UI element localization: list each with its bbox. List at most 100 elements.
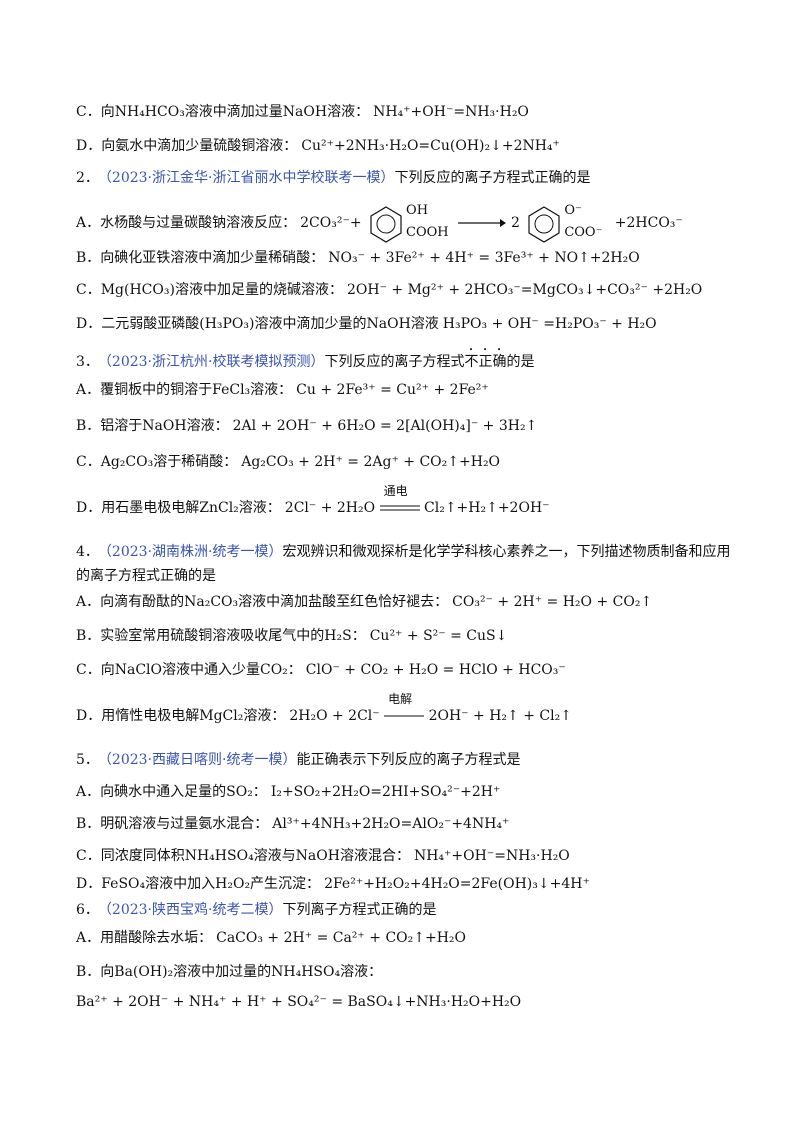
salicylic-acid-structure: OH COOH (366, 200, 452, 246)
option-label: A． (76, 930, 101, 946)
option-a-q5: A．向碘水中通入足量的SO₂：I₂+SO₂+2H₂O=2HI+SO₄²⁻+2H⁺ (76, 782, 760, 802)
equation: 2Fe²⁺+H₂O₂+4H₂O=2Fe(OH)₃↓+4H⁺ (324, 876, 590, 892)
option-text: 向NaClO溶液中通入少量CO₂： (100, 662, 302, 678)
question-number: 5． (76, 752, 99, 768)
equation: H₃PO₃ + OH⁻ =H₂PO₃⁻ + H₂O (442, 316, 657, 332)
question-text: 下列反应的离子方程式 (324, 354, 465, 370)
option-text: Mg(HCO₃)溶液中加足量的烧碱溶液： (100, 282, 343, 298)
equation: Ag₂CO₃ + 2H⁺ = 2Ag⁺ + CO₂↑+H₂O (241, 454, 501, 470)
carboxyl-group: COOH (406, 225, 449, 240)
equation: NH₄⁺+OH⁻=NH₃·H₂O (413, 848, 570, 864)
option-label: B． (76, 418, 101, 434)
carboxylate-group: COO⁻ (564, 225, 603, 240)
equation: 2Al + 2OH⁻ + 6H₂O = 2[Al(OH)₄]⁻ + 3H₂↑ (232, 418, 538, 434)
option-label: B． (76, 964, 101, 980)
option-b-q2: B．向碘化亚铁溶液中滴加少量稀硝酸：NO₃⁻ + 3Fe²⁺ + 4H⁺ = 3… (76, 248, 760, 268)
equation: Cu + 2Fe³⁺ = Cu²⁺ + 2Fe²⁺ (296, 382, 489, 398)
option-a-q4: A．向滴有酚酞的Na₂CO₃溶液中滴加盐酸至红色恰好褪去：CO₃²⁻ + 2H⁺… (76, 592, 760, 612)
question-text: 宏观辨识和微观探析是化学学科核心素养之一，下列描述物质制备和应用 (282, 544, 731, 560)
question-text: 下列离子方程式正确的是 (282, 902, 437, 918)
equation: ClO⁻ + CO₂ + H₂O = HClO + HCO₃⁻ (305, 662, 566, 678)
option-text: 用醋酸除去水垢： (100, 930, 213, 946)
question-number: 4． (76, 544, 99, 560)
option-label: A． (76, 594, 101, 610)
option-text: 向氨水中滴加少量硫酸铜溶液： (101, 138, 298, 154)
equation-right: 2OH⁻ + H₂↑ + Cl₂↑ (428, 708, 572, 724)
question-text: 下列反应的离子方程式正确的是 (394, 170, 591, 186)
question-source: （2023·湖南株洲·统考一模） (104, 544, 283, 560)
option-label: D． (76, 876, 102, 892)
equation: CO₃²⁻ + 2H⁺ = H₂O + CO₂↑ (452, 594, 653, 610)
option-a-q3: A．覆铜板中的铜溶于FeCl₃溶液：Cu + 2Fe³⁺ = Cu²⁺ + 2F… (76, 380, 760, 400)
equation: Ba²⁺ + 2OH⁻ + NH₄⁺ + H⁺ + SO₄²⁻ = BaSO₄↓… (76, 994, 522, 1010)
option-d-q3: D．用石墨电极电解ZnCl₂溶液：2Cl⁻ + 2H₂O 通电 Cl₂↑+H₂↑… (76, 484, 760, 526)
question-4: 4． （2023·湖南株洲·统考一模）宏观辨识和微观探析是化学学科核心素养之一，下… (76, 542, 760, 562)
option-text: 向Ba(OH)₂溶液中加过量的NH₄HSO₄溶液： (100, 964, 383, 980)
question-2: 2． （2023·浙江金华·浙江省丽水中学校联考一模）下列反应的离子方程式正确的是 (76, 168, 760, 188)
question-text: 的离子方程式正确的是 (76, 568, 216, 584)
question-number: 6． (76, 902, 99, 918)
option-label: C． (76, 454, 101, 470)
option-c-q4: C．向NaClO溶液中通入少量CO₂：ClO⁻ + CO₂ + H₂O = HC… (76, 660, 760, 680)
double-line-icon (379, 505, 420, 511)
option-text: 铝溶于NaOH溶液： (100, 418, 229, 434)
question-source: （2023·浙江杭州·校联考模拟预测） (104, 354, 325, 370)
option-c-q3: C．Ag₂CO₃溶于稀硝酸：Ag₂CO₃ + 2H⁺ = 2Ag⁺ + CO₂↑… (76, 452, 760, 472)
equation-left: 2H₂O + 2Cl⁻ (289, 708, 380, 724)
option-a-q6: A．用醋酸除去水垢：CaCO₃ + 2H⁺ = Ca²⁺ + CO₂↑+H₂O (76, 928, 760, 948)
question-text: 能正确表示下列反应的离子方程式是 (296, 752, 521, 768)
question-source: （2023·陕西宝鸡·统考二模） (104, 902, 283, 918)
equation: 2OH⁻ + Mg²⁺ + 2HCO₃⁻=MgCO₃↓+CO₃²⁻ +2H₂O (346, 282, 703, 298)
option-text: 向碘水中通入足量的SO₂： (100, 784, 267, 800)
option-text: 用惰性电极电解MgCl₂溶液： (101, 708, 286, 724)
option-text: 实验室常用硫酸铜溶液吸收尾气中的H₂S： (100, 628, 366, 644)
question-text-end: 的是 (506, 354, 535, 370)
question-5: 5． （2023·西藏日喀则·统考一模）能正确表示下列反应的离子方程式是 (76, 750, 760, 770)
option-label: C． (76, 282, 101, 298)
equation-right: Cl₂↑+H₂↑+2OH⁻ (424, 500, 550, 516)
option-b-q6: B．向Ba(OH)₂溶液中加过量的NH₄HSO₄溶液： (76, 962, 760, 982)
option-label: B． (76, 250, 101, 266)
equation: NH₄⁺+OH⁻=NH₃·H₂O (373, 104, 529, 120)
reaction-condition: 通电 (383, 484, 408, 498)
reaction-arrow-icon (458, 219, 507, 227)
option-text: 向滴有酚酞的Na₂CO₃溶液中滴加盐酸至红色恰好褪去： (100, 594, 449, 610)
question-source: （2023·浙江金华·浙江省丽水中学校联考一模） (104, 170, 395, 186)
condition-arrow: 通电 (379, 484, 420, 518)
equation-left: 2CO₃²⁻+ (300, 215, 362, 231)
hydroxyl-group: OH (406, 203, 429, 218)
option-b-q4: B．实验室常用硫酸铜溶液吸收尾气中的H₂S：Cu²⁺ + S²⁻ = CuS↓ (76, 626, 760, 646)
option-d-q1: D．向氨水中滴加少量硫酸铜溶液：Cu²⁺+2NH₃·H₂O=Cu(OH)₂↓+2… (76, 136, 760, 156)
option-c-q1: C．向NH₄HCO₃溶液中滴加过量NaOH溶液：NH₄⁺+OH⁻=NH₃·H₂O (76, 102, 760, 122)
option-d-q5: D．FeSO₄溶液中加入H₂O₂产生沉淀：2Fe²⁺+H₂O₂+4H₂O=2Fe… (76, 874, 760, 894)
equation: CaCO₃ + 2H⁺ = Ca²⁺ + CO₂↑+H₂O (216, 930, 467, 946)
option-a-q2: A．水杨酸与过量碳酸钠溶液反应：2CO₃²⁻+ OH COOH 2 O⁻ COO… (76, 200, 760, 246)
option-text: 明矾溶液与过量氨水混合： (100, 816, 269, 832)
equation-left: 2Cl⁻ + 2H₂O (284, 500, 376, 516)
benzene-ring-icon (528, 206, 560, 243)
question-3: 3． （2023·浙江杭州·校联考模拟预测）下列反应的离子方程式不正确的是 (76, 346, 760, 372)
option-label: C． (76, 848, 101, 864)
equation: Al³⁺+4NH₃+2H₂O=AlO₂⁻+4NH₄⁺ (272, 816, 510, 832)
option-text: 同浓度同体积NH₄HSO₄溶液与NaOH溶液混合： (100, 848, 410, 864)
question-source: （2023·西藏日喀则·统考一模） (104, 752, 297, 768)
question-4-cont: 的离子方程式正确的是 (76, 566, 760, 586)
option-text: 水杨酸与过量碳酸钠溶液反应： (100, 215, 297, 231)
option-text: 覆铜板中的铜溶于FeCl₃溶液： (100, 382, 293, 398)
option-label: B． (76, 628, 101, 644)
option-label: A． (76, 215, 101, 231)
benzene-ring-icon (370, 206, 402, 243)
question-6: 6． （2023·陕西宝鸡·统考二模）下列离子方程式正确的是 (76, 900, 760, 920)
option-text: Ag₂CO₃溶于稀硝酸： (100, 454, 238, 470)
question-number: 2． (76, 170, 99, 186)
option-label: C． (76, 662, 101, 678)
option-label: D． (76, 138, 102, 154)
question-number: 3． (76, 354, 99, 370)
salicylate-structure: O⁻ COO⁻ (524, 200, 610, 246)
option-c-q2: C．Mg(HCO₃)溶液中加足量的烧碱溶液：2OH⁻ + Mg²⁺ + 2HCO… (76, 280, 760, 300)
emphasized-text: 不正确 (464, 354, 507, 370)
phenoxide-group: O⁻ (564, 203, 582, 218)
option-b-q5: B．明矾溶液与过量氨水混合：Al³⁺+4NH₃+2H₂O=AlO₂⁻+4NH₄⁺ (76, 814, 760, 834)
option-label: A． (76, 382, 101, 398)
condition-arrow: 电解 (384, 692, 425, 726)
